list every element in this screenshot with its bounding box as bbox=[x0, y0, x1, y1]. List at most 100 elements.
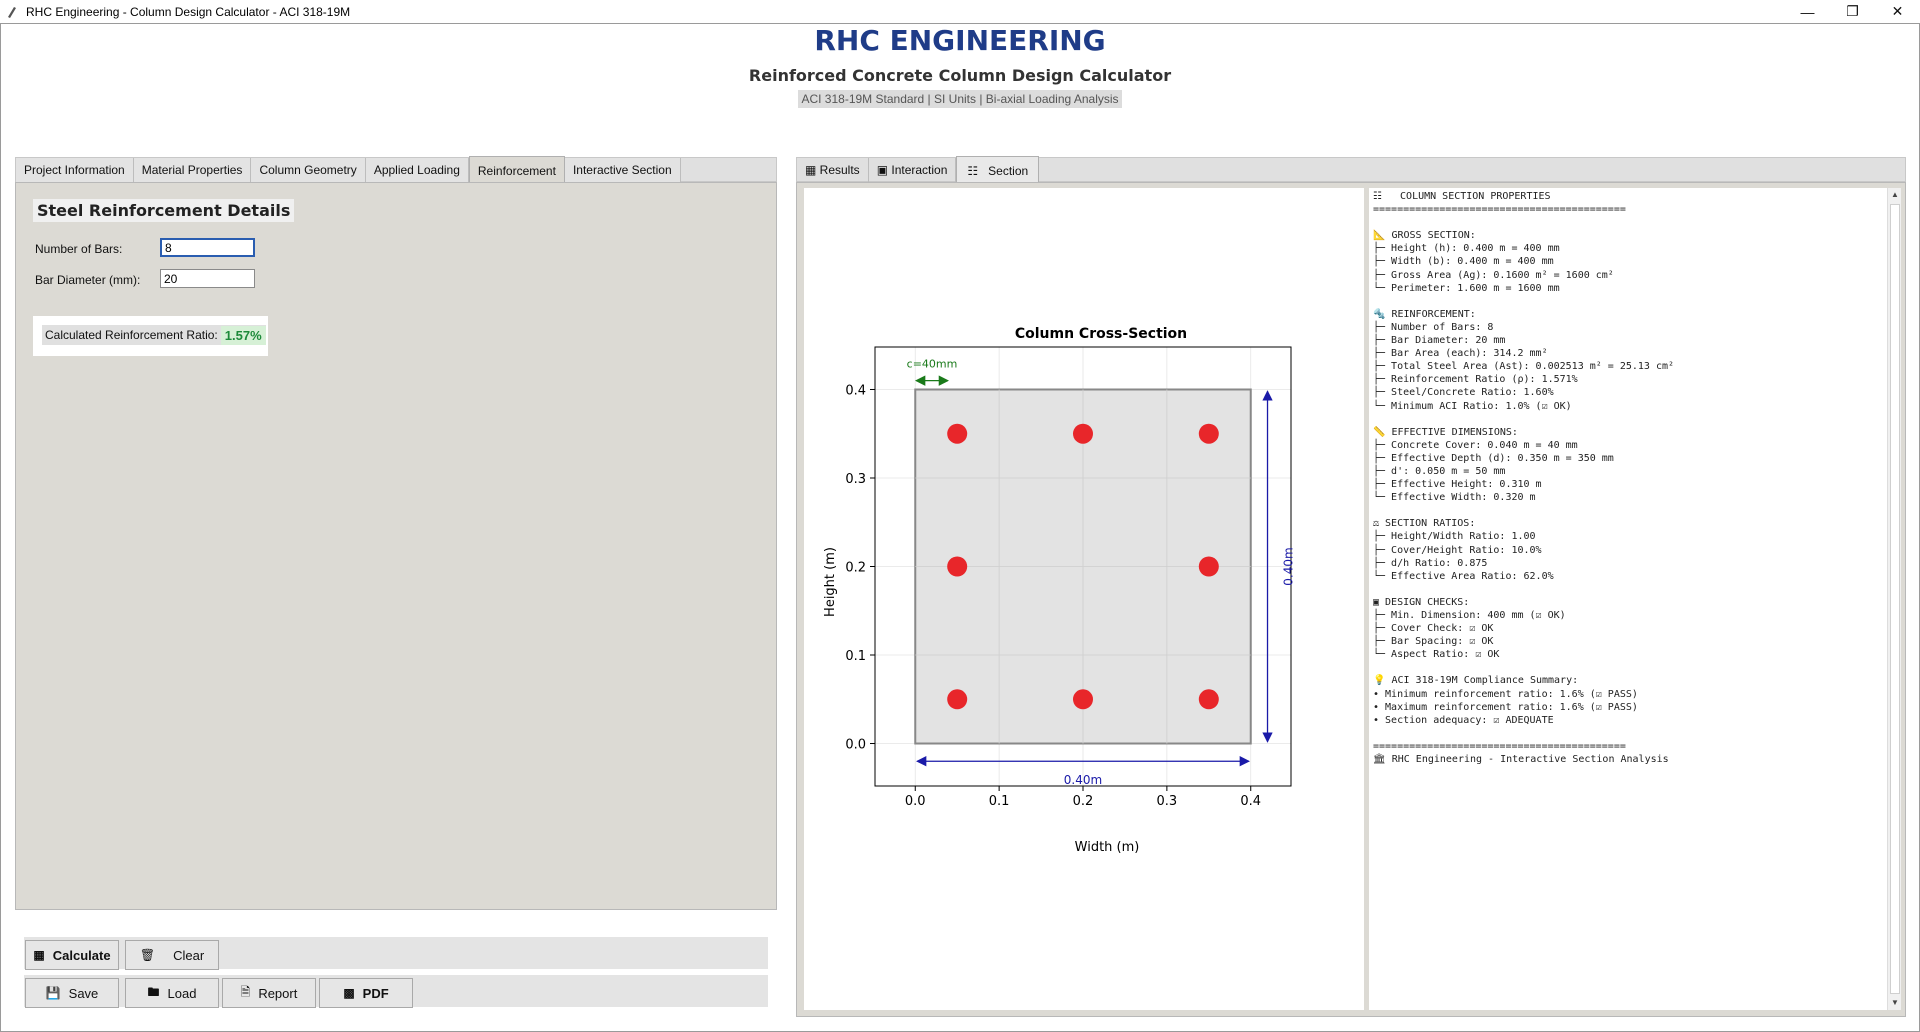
reinforcement-panel: Steel Reinforcement Details Number of Ba… bbox=[15, 182, 777, 910]
report-button[interactable]: 🗎Report bbox=[222, 978, 316, 1008]
tab-material-properties[interactable]: Material Properties bbox=[133, 158, 252, 182]
properties-line bbox=[1373, 727, 1883, 740]
properties-line: ├─ Concrete Cover: 0.040 m = 40 mm bbox=[1373, 439, 1578, 451]
tab-applied-loading[interactable]: Applied Loading bbox=[365, 158, 469, 182]
x-tick-label: 0.3 bbox=[1157, 794, 1178, 809]
rebar-point bbox=[1198, 556, 1219, 577]
bar-diameter-label: Bar Diameter (mm): bbox=[35, 273, 141, 287]
properties-line: ├─ Number of Bars: 8 bbox=[1373, 321, 1494, 333]
properties-line: ├─ Height (h): 0.400 m = 400 mm bbox=[1373, 243, 1560, 255]
properties-line: └─ Minimum ACI Ratio: 1.0% (☑ OK) bbox=[1373, 400, 1572, 412]
chart-title: Column Cross-Section bbox=[1015, 326, 1187, 342]
save-icon: 💾 bbox=[45, 986, 61, 1000]
action-bar-1: ▦Calculate 🗑Clear bbox=[24, 937, 768, 970]
calculate-button[interactable]: ▦Calculate bbox=[25, 940, 119, 970]
tab-column-geometry[interactable]: Column Geometry bbox=[251, 158, 366, 182]
interaction-icon: ▣ bbox=[876, 163, 892, 177]
cover-dimension-label: c=40mm bbox=[907, 357, 958, 370]
bar-diameter-input[interactable] bbox=[160, 269, 255, 288]
height-dimension-label: 0.40m bbox=[1282, 547, 1296, 585]
scroll-down-icon[interactable]: ▼ bbox=[1891, 998, 1899, 1007]
calculator-icon: ▦ bbox=[33, 948, 45, 962]
close-button[interactable]: ✕ bbox=[1891, 3, 1904, 19]
rebar-point bbox=[947, 556, 968, 577]
properties-line: ├─ Gross Area (Ag): 0.1600 m² = 1600 cm² bbox=[1373, 269, 1614, 281]
rebar-point bbox=[1198, 423, 1219, 444]
properties-line: 🏛 RHC Engineering - Interactive Section … bbox=[1373, 754, 1669, 766]
y-tick-label: 0.2 bbox=[845, 561, 866, 576]
properties-line: ├─ Bar Diameter: 20 mm bbox=[1373, 335, 1506, 347]
properties-line bbox=[1373, 583, 1883, 596]
rebar-point bbox=[1073, 423, 1093, 444]
properties-line bbox=[1373, 504, 1883, 517]
tab-reinforcement[interactable]: Reinforcement bbox=[468, 156, 565, 182]
properties-line: 💡 ACI 318-19M Compliance Summary: bbox=[1373, 675, 1579, 687]
minimize-button[interactable]: — bbox=[1800, 3, 1815, 20]
properties-line: ├─ Cover Check: ☑ OK bbox=[1373, 623, 1494, 635]
properties-line: ├─ Height/Width Ratio: 1.00 bbox=[1373, 531, 1536, 543]
properties-line: • Section adequacy: ☑ ADEQUATE bbox=[1373, 714, 1554, 726]
section-title: Steel Reinforcement Details bbox=[33, 199, 295, 222]
y-tick-label: 0.0 bbox=[845, 738, 866, 753]
rebar-point bbox=[1073, 689, 1093, 710]
clear-button[interactable]: 🗑Clear bbox=[125, 940, 219, 970]
properties-line: ========================================… bbox=[1373, 740, 1626, 752]
output-tabs: ▦ Results ▣ Interaction ☷ Section bbox=[796, 156, 1906, 182]
section-properties-text: ☷ COLUMN SECTION PROPERTIES=============… bbox=[1369, 188, 1887, 1010]
restore-button[interactable]: ❐ bbox=[1846, 3, 1859, 19]
ratio-box: Calculated Reinforcement Ratio: 1.57% bbox=[33, 316, 268, 356]
properties-line: └─ Aspect Ratio: ☑ OK bbox=[1373, 649, 1500, 661]
brand-title: RHC ENGINEERING bbox=[814, 24, 1106, 57]
rebar-point bbox=[1198, 689, 1219, 710]
ratio-label: Calculated Reinforcement Ratio: bbox=[45, 328, 218, 342]
standard-label: ACI 318-19M Standard | SI Units | Bi-axi… bbox=[798, 90, 1122, 108]
properties-line: ├─ d': 0.050 m = 50 mm bbox=[1373, 465, 1506, 477]
properties-line: ├─ Bar Spacing: ☑ OK bbox=[1373, 636, 1494, 648]
cross-section-chart: Column Cross-Section Width (m) Height (m… bbox=[823, 326, 1296, 855]
tab-interactive-section[interactable]: Interactive Section bbox=[564, 158, 681, 182]
properties-line: ▣ DESIGN CHECKS: bbox=[1373, 596, 1470, 608]
y-tick-label: 0.4 bbox=[845, 383, 866, 398]
pdf-button[interactable]: ▩PDF bbox=[319, 978, 413, 1008]
window-title: RHC Engineering - Column Design Calculat… bbox=[26, 4, 351, 19]
app-subtitle: Reinforced Concrete Column Design Calcul… bbox=[748, 66, 1172, 85]
tab-results[interactable]: ▦ Results bbox=[797, 158, 869, 182]
x-tick-label: 0.0 bbox=[905, 794, 926, 809]
tab-interaction[interactable]: ▣ Interaction bbox=[869, 158, 957, 182]
num-bars-input[interactable] bbox=[160, 238, 255, 257]
properties-line: ========================================… bbox=[1373, 204, 1626, 216]
y-axis-label: Height (m) bbox=[823, 547, 838, 617]
input-tabs: Project Information Material Properties … bbox=[15, 156, 777, 182]
properties-line bbox=[1373, 661, 1883, 674]
action-bar-2: 💾Save 🖿Load 🗎Report ▩PDF bbox=[24, 975, 768, 1008]
properties-line: ├─ Effective Height: 0.310 m bbox=[1373, 479, 1542, 491]
x-tick-label: 0.1 bbox=[989, 794, 1010, 809]
properties-line: 🔩 REINFORCEMENT: bbox=[1373, 308, 1476, 320]
folder-icon: 🖿 bbox=[147, 984, 160, 999]
ratio-value: 1.57% bbox=[220, 325, 266, 345]
properties-line: • Maximum reinforcement ratio: 1.6% (☑ P… bbox=[1373, 701, 1638, 713]
title-bar: RHC Engineering - Column Design Calculat… bbox=[0, 0, 1920, 23]
tab-section[interactable]: ☷ Section bbox=[956, 156, 1040, 182]
results-icon: ▦ bbox=[805, 163, 820, 177]
x-tick-label: 0.2 bbox=[1073, 794, 1094, 809]
rebar-point bbox=[947, 689, 968, 710]
properties-line: ├─ Effective Depth (d): 0.350 m = 350 mm bbox=[1373, 452, 1614, 464]
y-tick-label: 0.1 bbox=[845, 649, 866, 664]
y-tick-label: 0.3 bbox=[845, 472, 866, 487]
properties-line: ├─ Total Steel Area (Ast): 0.002513 m² =… bbox=[1373, 361, 1675, 373]
properties-scrollbar[interactable]: ▲ ▼ bbox=[1887, 188, 1901, 1010]
save-button[interactable]: 💾Save bbox=[25, 978, 119, 1008]
num-bars-label: Number of Bars: bbox=[35, 242, 123, 256]
scroll-up-icon[interactable]: ▲ bbox=[1891, 190, 1899, 199]
properties-line bbox=[1373, 216, 1883, 229]
tab-project-information[interactable]: Project Information bbox=[16, 158, 134, 182]
properties-line: 📏 EFFECTIVE DIMENSIONS: bbox=[1373, 426, 1518, 438]
load-button[interactable]: 🖿Load bbox=[125, 978, 219, 1008]
properties-line: ├─ Steel/Concrete Ratio: 1.60% bbox=[1373, 387, 1554, 399]
properties-line bbox=[1373, 295, 1883, 308]
section-icon: ☷ bbox=[967, 164, 989, 178]
section-plot-area: Column Cross-Section Width (m) Height (m… bbox=[804, 188, 1364, 1010]
properties-line: ├─ Reinforcement Ratio (ρ): 1.571% bbox=[1373, 374, 1578, 386]
scrollbar-thumb[interactable] bbox=[1890, 204, 1900, 994]
